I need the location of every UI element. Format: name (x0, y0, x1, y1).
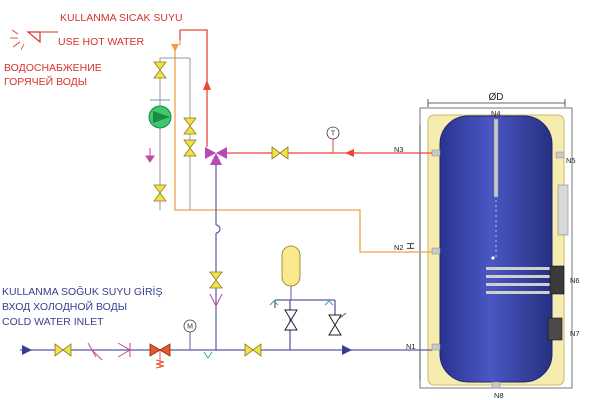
valve-hot-line (271, 146, 289, 160)
diameter-dimension: ØD (427, 92, 566, 107)
drain-valves (203, 300, 334, 359)
sensor-dot (491, 256, 495, 260)
node-n2: N2 (394, 243, 404, 252)
pocket-n5 (557, 184, 569, 236)
valve-loop-top-left (153, 61, 167, 79)
pressure-reducer-icon (149, 343, 171, 369)
manometer-gauge: M (183, 319, 197, 350)
valve-loop-right-2 (183, 139, 197, 157)
valve-loop-bottom-left (153, 184, 167, 202)
valve-mixer-feed (209, 271, 223, 289)
coil-heat-exchanger (486, 267, 556, 294)
flow-arrow-down (171, 44, 179, 52)
node-n7: N7 (570, 329, 580, 338)
valve-group (54, 61, 289, 357)
diameter-label: ØD (489, 92, 504, 103)
hot-water-line4: ГОРЯЧЕЙ ВОДЫ (4, 75, 87, 88)
mixing-valve-icon (205, 147, 227, 165)
valve-cold-1 (54, 343, 72, 357)
node-n8: N8 (494, 391, 504, 400)
manometer-label: M (187, 324, 193, 331)
shower-head-icon (10, 29, 58, 51)
mixer-cold-link (215, 165, 221, 350)
node-n4: N4 (491, 109, 501, 118)
cold-water-line3: COLD WATER INLET (2, 316, 104, 328)
height-label: H (406, 242, 417, 249)
hot-water-line2: USE HOT WATER (58, 36, 145, 48)
flow-arrow-left (345, 149, 354, 157)
heater-n7 (547, 317, 563, 341)
cold-water-label: KULLANMA SOĞUK SUYU GİRİŞ ВХОД ХОЛОДНОЙ … (2, 285, 162, 328)
hot-water-line3: ВОДОСНАБЖЕНИЕ (4, 62, 102, 74)
cold-water-line2: ВХОД ХОЛОДНОЙ ВОДЫ (2, 300, 127, 313)
check-valve-group (117, 148, 223, 358)
strainer-icon (87, 342, 103, 361)
inlet-arrow (22, 345, 32, 355)
circulation-pump-icon (148, 99, 172, 129)
hot-water-label: KULLANMA SICAK SUYU USE HOT WATER ВОДОСН… (4, 12, 183, 88)
valve-loop-right-1 (183, 117, 197, 135)
storage-tank: ØD H (394, 92, 580, 400)
node-n5: N5 (566, 156, 576, 165)
node-n1: N1 (406, 342, 416, 351)
cold-flow-arrow (342, 345, 352, 355)
hot-water-line1: KULLANMA SICAK SUYU (60, 12, 183, 24)
hot-supply-pipe (179, 29, 432, 154)
recirculation-pipe (174, 40, 432, 253)
node-n6: N6 (570, 276, 580, 285)
valve-cold-2 (244, 343, 262, 357)
flange-n6 (549, 265, 565, 295)
safety-valve-group (284, 309, 347, 336)
thermometer-label: T (331, 131, 336, 138)
anode-rod (493, 118, 499, 198)
thermometer-gauge: T (326, 126, 340, 153)
expansion-vessel-icon (281, 245, 301, 300)
node-n3: N3 (394, 145, 404, 154)
flow-arrow-up (203, 80, 211, 90)
cold-water-line1: KULLANMA SOĞUK SUYU GİRİŞ (2, 285, 162, 298)
